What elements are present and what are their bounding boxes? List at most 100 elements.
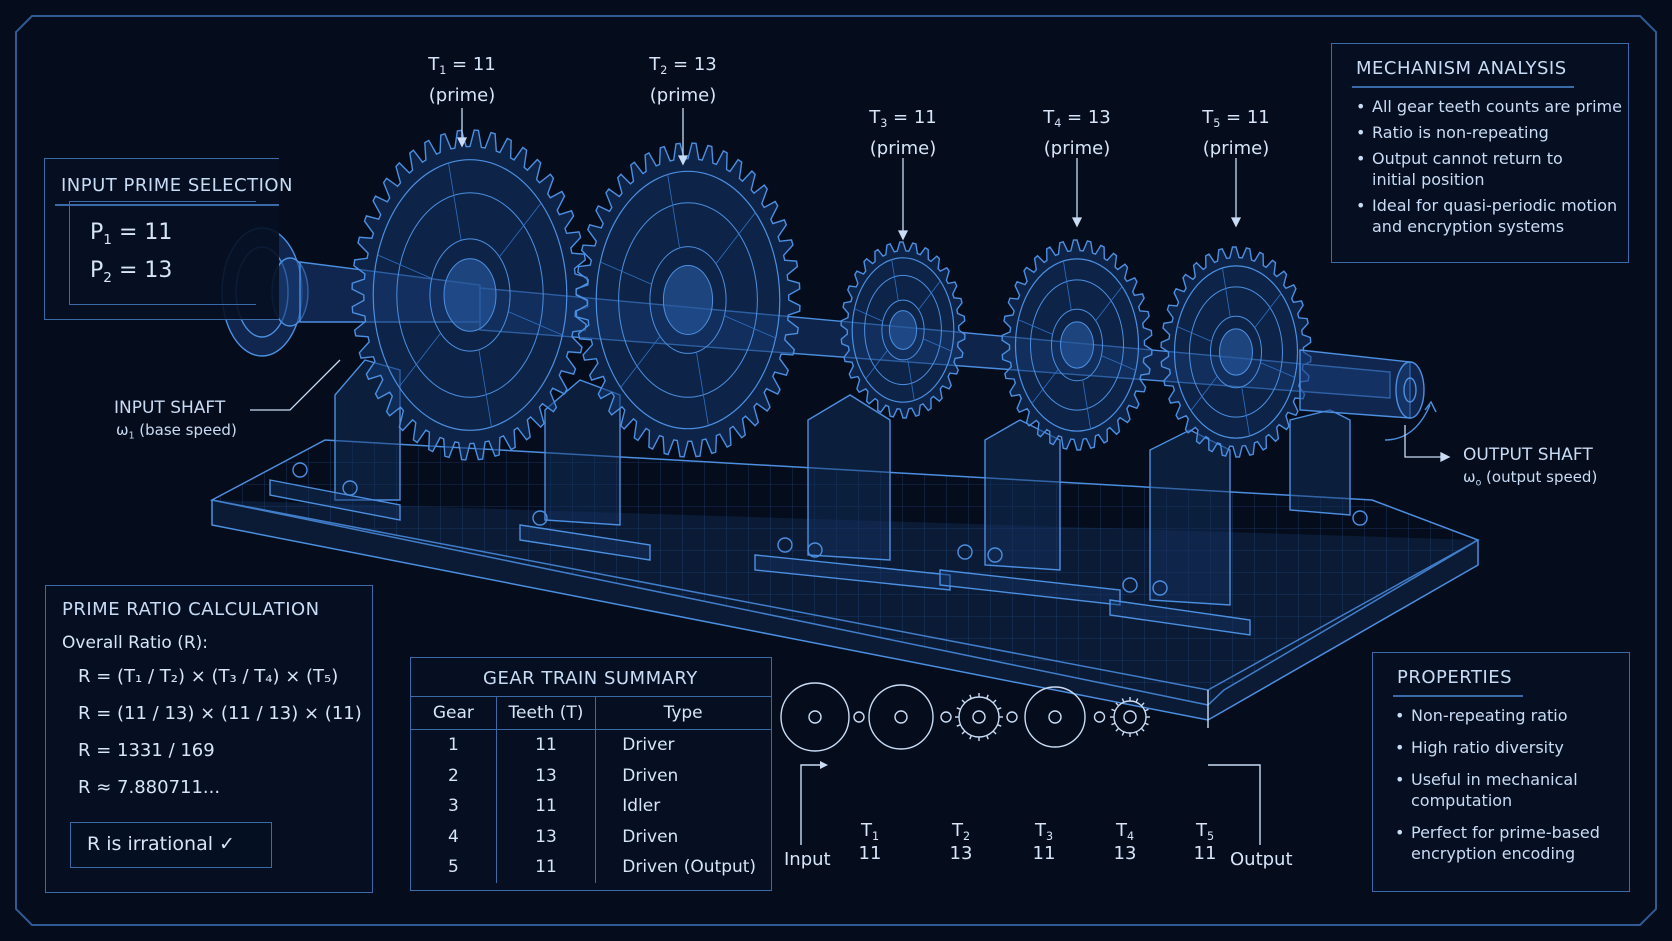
schematic-gear-label-2: T2 13	[949, 820, 973, 864]
gear-ring	[1014, 258, 1140, 432]
schematic-tooth	[969, 735, 972, 740]
gear-spoke	[918, 280, 941, 310]
schematic-gear-label-5: T5 11	[1193, 820, 1217, 864]
property-item: Non-repeating ratio	[1393, 705, 1621, 726]
gear-spoke	[1260, 362, 1295, 378]
schematic-tooth	[1144, 722, 1149, 726]
schematic-tooth	[1115, 702, 1120, 707]
output-shaft-title: OUTPUT SHAFT	[1463, 445, 1593, 465]
gear-ring	[429, 238, 511, 352]
bolts	[292, 462, 1368, 596]
schematic-gear-label-4: T4 13	[1113, 820, 1137, 864]
schematic-output-label: Output	[1230, 849, 1293, 870]
gear-label-1: T1 = 11 (prime)	[428, 54, 496, 106]
properties-title: PROPERTIES	[1397, 667, 1513, 688]
irrational-result-box: R is irrational ✓	[70, 822, 272, 868]
prime-ratio-panel: PRIME RATIO CALCULATION Overall Ratio (R…	[45, 585, 373, 893]
gear-5	[1160, 246, 1312, 458]
gear-hub	[888, 310, 918, 350]
ratio-formula-line: R = (T₁ / T₂) × (T₃ / T₄) × (T₅)	[78, 666, 339, 687]
prime-ratio-title: PRIME RATIO CALCULATION	[62, 599, 320, 620]
gear-spoke	[667, 174, 680, 248]
schematic-gear-5	[1113, 700, 1147, 734]
input-shaft-leader	[250, 359, 341, 411]
gear-spoke	[1222, 267, 1231, 318]
gear-label-2: T2 = 13 (prime)	[649, 54, 717, 106]
schematic-tooth	[956, 724, 961, 727]
ratio-fraction-line: R = 1331 / 169	[78, 740, 215, 761]
gear-ring	[881, 299, 925, 361]
gear-spoke	[600, 261, 652, 285]
gear-spoke	[377, 254, 432, 279]
schematic-gear-3	[958, 696, 1000, 738]
property-item: Useful in mechanical computation	[1393, 769, 1601, 811]
schematic-mesh	[1006, 711, 1018, 723]
schematic-hub	[894, 710, 908, 724]
schematic-tooth	[1115, 727, 1120, 732]
gear-label-5: T5 = 11 (prime)	[1202, 107, 1270, 159]
schematic-tooth	[1140, 727, 1145, 732]
gear-spoke	[854, 308, 884, 322]
gear-train-summary-panel: GEAR TRAIN SUMMARY Gear Teeth (T) Type 1…	[410, 657, 772, 891]
table-row: 5 11 Driven (Output)	[411, 852, 771, 883]
output-shaft-callout: OUTPUT SHAFT ωo (output speed)	[1463, 445, 1597, 488]
schematic-tooth	[961, 699, 966, 704]
schematic-mesh	[940, 711, 952, 723]
schematic-gear-4	[1024, 686, 1086, 748]
table-row: 3 11 Idler	[411, 791, 771, 822]
schematic-diagram	[780, 682, 1261, 845]
gear-4	[1001, 239, 1153, 451]
gear-1	[351, 129, 589, 461]
schematic-mesh	[853, 711, 865, 723]
gear-spoke	[724, 315, 776, 339]
property-item: High ratio diversity	[1393, 737, 1621, 758]
gear-ring	[1030, 279, 1124, 411]
input-prime-selection-title: INPUT PRIME SELECTION	[61, 175, 294, 196]
schematic-tooth	[961, 730, 966, 735]
gear-ring	[864, 274, 942, 386]
gear-train-summary-table: Gear Teeth (T) Type 1 11 Driver 2 13 Dri…	[411, 696, 771, 883]
gear-ring	[396, 192, 544, 398]
schematic-tooth	[997, 707, 1002, 710]
output-shaft-leader	[1404, 425, 1451, 463]
gear-spoke	[1241, 386, 1250, 437]
gear-spoke	[448, 163, 462, 241]
input-shaft-caption: ω1 (base speed)	[116, 421, 237, 442]
schematic-tooth	[992, 699, 997, 704]
schematic-tooth	[1111, 722, 1116, 726]
gear-spoke	[696, 352, 709, 426]
table-row: 1 11 Driver	[411, 729, 771, 761]
schematic-tooth	[1135, 698, 1139, 703]
mechanism-analysis-list: All gear teeth counts are prime Ratio is…	[1354, 96, 1622, 242]
gear-ring	[1189, 286, 1283, 418]
schematic-gear-2	[868, 684, 934, 750]
schematic-gear-label-1: T1 11	[858, 820, 882, 864]
schematic-tooth	[1144, 708, 1149, 712]
analysis-item: Output cannot return to initial position	[1354, 148, 1582, 190]
gear-spoke	[907, 359, 915, 401]
prime-values-box: P1 = 11 P2 = 13	[69, 201, 256, 305]
schematic-tooth	[997, 724, 1002, 727]
schematic-gear-label-3: T3 11	[1032, 820, 1056, 864]
gear-label-3: T3 = 11 (prime)	[869, 107, 937, 159]
schematic-tooth	[992, 730, 997, 735]
schematic-tooth	[986, 694, 989, 699]
property-item: Perfect for prime-based encryption encod…	[1393, 822, 1631, 864]
output-shaft-caption: ωo (output speed)	[1463, 468, 1598, 489]
prime-p1: P1 = 11	[90, 220, 173, 248]
gear-ring	[1210, 315, 1262, 389]
ratio-decimal-line: R ≈ 7.880711...	[78, 777, 221, 798]
prime-ratio-subtitle: Overall Ratio (R):	[62, 633, 209, 653]
gear-3	[840, 241, 966, 419]
schematic-hub	[1048, 710, 1062, 724]
properties-panel: PROPERTIES Non-repeating ratio High rati…	[1372, 652, 1630, 892]
schematic-tooth	[986, 735, 989, 740]
schematic-tooth	[1111, 708, 1116, 712]
gear-spoke	[1190, 376, 1218, 411]
label-arrows	[456, 108, 1242, 241]
gear-ring	[649, 246, 727, 354]
schematic-tooth	[969, 694, 972, 699]
output-shaft	[1299, 349, 1437, 441]
gear-ring	[1173, 265, 1299, 439]
gear-2	[575, 142, 801, 458]
